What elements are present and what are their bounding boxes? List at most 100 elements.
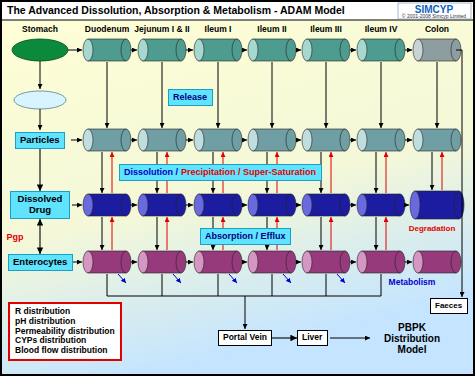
intestine-segment	[248, 251, 296, 273]
node-text: Portal Vein	[223, 333, 267, 343]
segment-cap	[302, 251, 312, 273]
segment-cap	[248, 251, 258, 273]
segment-body	[362, 129, 400, 151]
node-text: Blood flow distribution	[15, 346, 115, 356]
intestine-segment	[194, 194, 242, 216]
distribution-arrow	[330, 338, 370, 339]
flow-arrow	[350, 140, 356, 141]
release-arrow	[162, 62, 163, 128]
segment-end	[340, 129, 350, 151]
segment-end	[176, 39, 186, 61]
precipitation-arrow	[386, 152, 387, 193]
segment-heading: Ileum I	[205, 25, 232, 34]
segment-body	[88, 39, 126, 61]
parameter-list-box: R distributionpH distributionPermeabilit…	[8, 302, 122, 361]
segment-end	[395, 251, 405, 273]
release-arrow	[437, 62, 438, 128]
intestine-segment	[413, 39, 461, 61]
absorption-arrow	[321, 217, 322, 250]
intestine-segment	[413, 129, 461, 151]
flow-arrow	[405, 50, 412, 51]
flow-arrow	[296, 262, 301, 263]
segment-end	[176, 251, 186, 273]
stomach-fluid-shape	[14, 91, 66, 109]
segment-heading: Stomach	[22, 25, 58, 34]
intestine-segment	[248, 129, 296, 151]
stomach-shape	[12, 39, 68, 61]
flow-arrow	[186, 205, 193, 206]
dissolution-arrow	[376, 152, 377, 193]
flow-arrow	[40, 109, 41, 130]
efflux-arrow	[331, 217, 332, 250]
efflux-arrow	[112, 217, 113, 250]
node-text: Precipitation / Super-Saturation	[181, 167, 316, 177]
release-arrow	[381, 62, 382, 128]
segment-body	[362, 39, 400, 61]
segment-heading: Duodenum	[85, 25, 129, 34]
release-arrow	[218, 62, 219, 128]
segment-cap	[138, 251, 148, 273]
absorption-arrow	[376, 217, 377, 250]
segment-body	[143, 194, 181, 216]
flow-arrow	[242, 140, 247, 141]
dissolution-arrow	[102, 152, 103, 193]
metabolism-arrow	[118, 274, 126, 283]
intestine-segment	[413, 251, 461, 273]
intestine-segment	[83, 194, 131, 216]
segment-end	[232, 39, 242, 61]
flow-arrow	[296, 50, 301, 51]
intestine-segment	[83, 39, 131, 61]
segment-cap	[410, 191, 420, 219]
segment-cap	[194, 39, 204, 61]
segment-body	[143, 251, 181, 273]
node-text: Faeces	[435, 301, 463, 310]
flow-arrow	[242, 50, 247, 51]
flow-connector	[39, 219, 40, 254]
segment-cap	[248, 129, 258, 151]
release-arrow	[107, 62, 108, 128]
node-text: Particles	[20, 135, 60, 146]
precipitation-arrow	[112, 152, 113, 193]
segment-cap	[413, 129, 423, 151]
faeces-arrow	[456, 50, 462, 297]
flow-arrow	[242, 262, 247, 263]
flow-arrow	[73, 262, 82, 263]
node-text: Enterocytes	[13, 257, 68, 268]
segment-end	[340, 194, 350, 216]
segment-end	[340, 39, 350, 61]
title-rule	[2, 20, 473, 21]
segment-end	[121, 251, 131, 273]
segment-end	[232, 251, 242, 273]
release-arrow	[326, 62, 327, 128]
efflux-arrow	[167, 217, 168, 250]
portal-feed-line	[381, 274, 382, 296]
segment-end	[286, 194, 296, 216]
intestine-segment	[302, 251, 350, 273]
segment-cap	[248, 194, 258, 216]
portal-arrow	[245, 296, 246, 329]
segment-cap	[194, 129, 204, 151]
segment-heading: Ileum II	[257, 25, 286, 34]
compartment-box: Enterocytes	[8, 254, 73, 271]
intestine-segment	[83, 129, 131, 151]
segment-cap	[357, 251, 367, 273]
flow-arrow	[186, 140, 193, 141]
segment-cap	[138, 129, 148, 151]
segment-end	[395, 39, 405, 61]
model-label: PBPK Distribution Model	[376, 322, 448, 355]
segment-cap	[194, 194, 204, 216]
flow-arrow	[68, 50, 82, 51]
node-text: pH distribution	[15, 317, 115, 327]
logo-text: SIMCYP	[415, 4, 453, 15]
segment-end	[176, 129, 186, 151]
intestine-segment	[138, 39, 186, 61]
intestine-segment	[302, 194, 350, 216]
segment-body	[418, 251, 456, 273]
node-text: Dissolved Drug	[15, 194, 65, 216]
segment-end	[121, 129, 131, 151]
flow-arrow	[71, 140, 82, 141]
segment-body	[199, 251, 237, 273]
portal-feed-line	[272, 274, 273, 296]
portal-feed-line	[326, 274, 327, 296]
